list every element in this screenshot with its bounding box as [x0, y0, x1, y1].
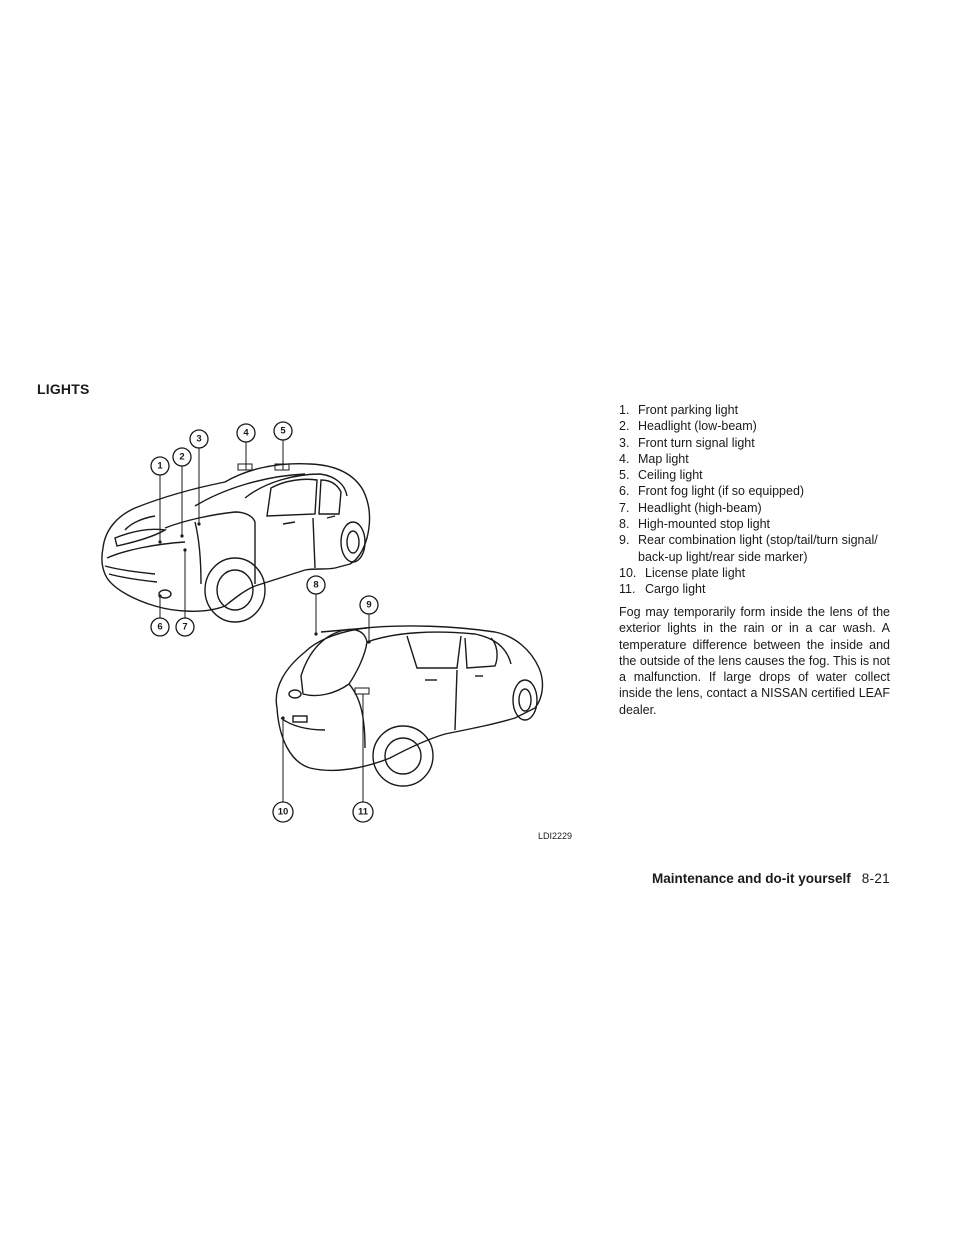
list-item: 7.Headlight (high-beam) — [619, 500, 762, 515]
svg-text:10: 10 — [278, 807, 289, 818]
callout-6: 6 — [150, 617, 170, 637]
svg-text:11: 11 — [358, 807, 369, 818]
callout-3: 3 — [189, 429, 209, 449]
callout-5: 5 — [273, 421, 293, 441]
lights-illustration: 1 2 3 4 5 6 7 8 9 10 11 — [101, 421, 544, 823]
list-item: 2.Headlight (low-beam) — [619, 419, 757, 434]
list-item: 8.High-mounted stop light — [619, 517, 771, 532]
svg-text:7: 7 — [182, 622, 187, 633]
svg-text:8: 8 — [313, 580, 318, 591]
svg-text:2: 2 — [179, 452, 184, 463]
callout-leaders — [158, 440, 371, 802]
callout-4: 4 — [236, 423, 256, 443]
rear-car-drawing — [275, 625, 544, 787]
page-number: 8-21 — [861, 871, 890, 886]
lights-list: 1.Front parking light 2.Headlight (low-b… — [619, 402, 891, 598]
svg-text:1: 1 — [157, 461, 163, 472]
callout-7: 7 — [175, 617, 195, 637]
list-item: 3.Front turn signal light — [619, 435, 755, 450]
callout-1: 1 — [150, 456, 170, 476]
list-item: 9.Rear combination light (stop/tail/turn… — [619, 533, 878, 564]
list-item: 10.License plate light — [619, 565, 746, 580]
svg-text:3: 3 — [196, 434, 201, 445]
svg-text:6: 6 — [157, 622, 162, 633]
fog-note-paragraph: Fog may temporarily form inside the lens… — [619, 605, 890, 717]
footer-section-title: Maintenance and do-it yourself — [651, 871, 851, 886]
page-footer: Maintenance and do-it yourself 8-21 — [652, 871, 890, 886]
svg-text:4: 4 — [243, 428, 249, 439]
front-car-drawing — [101, 462, 371, 623]
list-item: 1.Front parking light — [619, 403, 739, 417]
page-title: LIGHTS — [37, 381, 90, 397]
list-item: 4.Map light — [619, 451, 689, 466]
list-item: 11.Cargo light — [619, 582, 706, 597]
callout-2: 2 — [172, 447, 192, 467]
list-item: 6.Front fog light (if so equipped) — [619, 484, 805, 499]
callout-11: 11 — [352, 801, 374, 823]
callout-10: 10 — [272, 801, 294, 823]
figure-id: LDI2229 — [538, 831, 573, 841]
svg-text:9: 9 — [366, 600, 371, 611]
lights-diagram: 1 2 3 4 5 6 7 8 9 10 11 — [95, 418, 595, 848]
callout-8: 8 — [306, 575, 326, 595]
list-item: 5.Ceiling light — [619, 468, 703, 483]
callout-9: 9 — [359, 595, 379, 615]
svg-text:5: 5 — [280, 426, 286, 437]
